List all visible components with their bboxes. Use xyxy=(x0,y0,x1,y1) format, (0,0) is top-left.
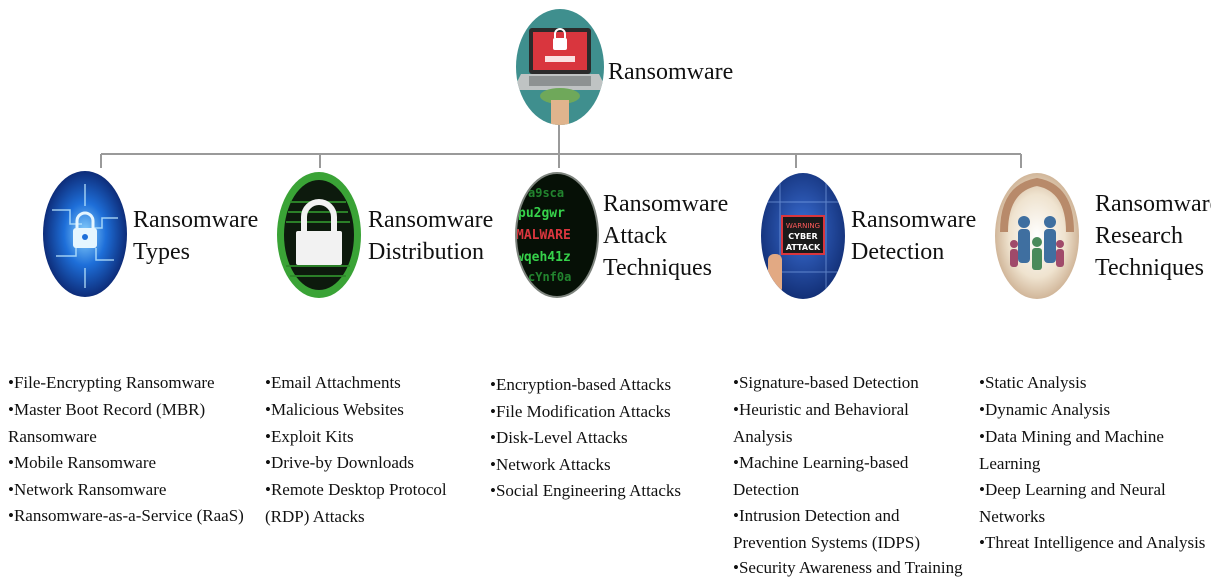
category-title-distribution: Ransomware Distribution xyxy=(368,204,493,268)
list-item: •Dynamic Analysis xyxy=(979,400,1111,419)
title-line: Ransomware xyxy=(851,207,977,233)
list-item: •Ransomware-as-a-Service (RaaS) xyxy=(8,506,244,525)
title-line: Detection xyxy=(851,239,945,265)
title-line: Research xyxy=(1095,223,1183,249)
title-line: Types xyxy=(133,239,190,265)
list-item: •Signature-based Detection xyxy=(733,373,919,392)
title-line: Ransomware xyxy=(603,191,729,217)
ransomware-laptop-icon xyxy=(516,9,604,125)
title-line: Techniques xyxy=(603,255,712,281)
list-item: •Deep Learning and Neural Networks xyxy=(979,480,1166,526)
list-item: •Heuristic and Behavioral Analysis xyxy=(733,400,909,446)
list-item: •Drive-by Downloads xyxy=(265,453,415,472)
protected-family-icon xyxy=(995,173,1079,299)
detection-sign-text: CYBER xyxy=(788,232,817,241)
malware-code-line: cYnf0a xyxy=(528,270,571,284)
list-item: •Data Mining and Machine Learning xyxy=(979,427,1164,473)
category-title-research: Ransomware Research Techniques xyxy=(1095,188,1211,284)
list-item: •Network Attacks xyxy=(490,455,611,474)
list-item: •File-Encrypting Ransomware xyxy=(8,373,215,392)
list-item: •Network Ransomware xyxy=(8,480,167,499)
detection-sign-text: ATTACK xyxy=(786,243,821,252)
list-item: •Threat Intelligence and Analysis xyxy=(979,533,1206,552)
category-title-attack: Ransomware Attack Techniques xyxy=(603,188,728,284)
title-line: Attack xyxy=(603,223,667,249)
list-item: •Email Attachments xyxy=(265,373,401,392)
list-item: •Master Boot Record (MBR) Ransomware xyxy=(8,400,206,446)
cyber-attack-warning-icon: WARNING CYBER ATTACK xyxy=(761,173,845,299)
list-item: •Malicious Websites xyxy=(265,400,404,419)
title-line: Techniques xyxy=(1095,255,1204,281)
category-title-detection: Ransomware Detection xyxy=(851,204,976,268)
title-line: Ransomware xyxy=(1095,191,1211,217)
padlock-icon xyxy=(277,172,361,298)
list-item: •File Modification Attacks xyxy=(490,402,671,421)
list-item: •Remote Desktop Protocol (RDP) Attacks xyxy=(265,480,447,526)
title-line: Distribution xyxy=(368,239,485,265)
detection-sign-text: WARNING xyxy=(786,222,820,230)
title-line: Ransomware xyxy=(368,207,494,233)
list-item: •Mobile Ransomware xyxy=(8,453,157,472)
list-item: •Security Awareness and Training xyxy=(733,558,963,577)
malware-code-icon: a9sca pu2gwr MALWARE wqeh41z cYnf0a xyxy=(515,172,599,298)
list-item: •Machine Learning-based Detection xyxy=(733,453,909,499)
malware-code-line: a9sca xyxy=(528,186,564,200)
list-item: •Social Engineering Attacks xyxy=(490,481,682,500)
list-item: •Static Analysis xyxy=(979,373,1087,392)
list-item: •Encryption-based Attacks xyxy=(490,375,672,394)
list-item: •Intrusion Detection and Prevention Syst… xyxy=(733,506,920,552)
list-item: •Exploit Kits xyxy=(265,427,354,446)
malware-code-line: wqeh41z xyxy=(516,250,571,265)
circuit-lock-icon xyxy=(43,171,127,297)
malware-label: MALWARE xyxy=(516,228,571,243)
root-label: Ransomware xyxy=(608,59,734,85)
list-item: •Disk-Level Attacks xyxy=(490,428,628,447)
malware-code-line: pu2gwr xyxy=(518,206,565,221)
category-title-types: Ransomware Types xyxy=(133,204,258,268)
title-line: Ransomware xyxy=(133,207,259,233)
